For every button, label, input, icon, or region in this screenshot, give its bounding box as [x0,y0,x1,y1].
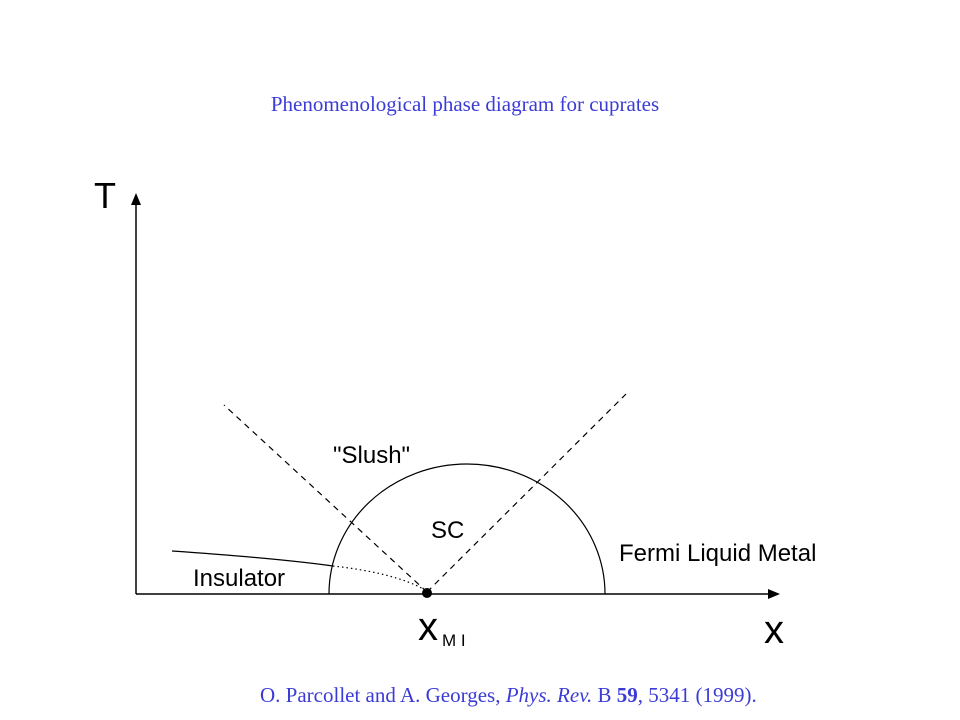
x-axis-label: x [764,608,784,652]
y-axis-label: T [94,175,116,216]
region-fermi-liquid-label: Fermi Liquid Metal [619,540,816,567]
region-sc-label: SC [431,517,464,544]
citation-series: B [592,683,617,707]
crossover-line-right [426,393,627,593]
critical-point-dot [422,588,432,598]
critical-point-subscript: M I [442,631,466,650]
citation-volume: 59 [616,683,638,707]
citation-journal: Phys. Rev. [505,683,593,707]
citation-authors: O. Parcollet and A. Georges, [260,683,506,707]
insulator-boundary-solid [171,550,334,567]
slide-title: Phenomenological phase diagram for cupra… [270,92,660,116]
region-slush-label: "Slush" [333,442,410,469]
sc-dome-boundary [328,463,606,595]
insulator-boundary-dotted [332,565,426,591]
citation-rest: , 5341 (1999). [637,683,757,707]
critical-point-label: x [418,605,438,649]
region-insulator-label: Insulator [193,565,285,592]
crossover-line-left [223,404,428,593]
citation: O. Parcollet and A. Georges, Phys. Rev. … [260,683,940,708]
